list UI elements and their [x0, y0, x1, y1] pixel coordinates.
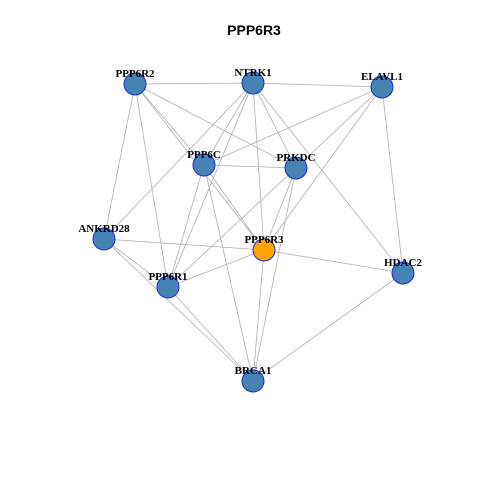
node-ppp6r2: [123, 72, 147, 96]
node-label-ppp6r3: PPP6R3: [244, 234, 284, 246]
edge-ppp6c-ppp6r3: [203, 164, 265, 251]
node-label-ppp6r2: PPP6R2: [115, 68, 155, 80]
edge-ppp6r1-brca1: [167, 286, 254, 382]
diagram-title: PPP6R3: [227, 22, 281, 38]
edge-ntrk1-ppp6c: [203, 82, 254, 166]
node-ppp6c: [192, 153, 216, 177]
edge-prkdc-brca1: [252, 167, 297, 382]
node-brca1: [241, 369, 265, 393]
node-label-prkdc: PRKDC: [276, 152, 315, 164]
edge-ntrk1-elavl1: [252, 82, 383, 88]
edge-layer: [103, 82, 404, 382]
node-ankrd28: [92, 227, 116, 251]
node-label-ppp6c: PPP6C: [187, 149, 221, 161]
edge-elavl1-hdac2: [381, 86, 404, 274]
node-ppp6r1: [156, 275, 180, 299]
edge-prkdc-ppp6r3: [263, 167, 297, 251]
edge-ppp6c-brca1: [203, 164, 254, 382]
edge-ppp6r2-prkdc: [134, 83, 297, 169]
node-elavl1: [370, 75, 394, 99]
edge-ppp6c-ppp6r1: [167, 164, 205, 288]
node-label-ntrk1: NTRK1: [234, 67, 271, 79]
edge-ankrd28-ppp6r1: [103, 238, 169, 288]
edge-ppp6r3-hdac2: [263, 249, 404, 274]
node-layer: [92, 71, 415, 393]
node-hdac2: [391, 261, 415, 285]
edge-ppp6c-prkdc: [203, 164, 297, 169]
edge-ntrk1-ppp6r1: [167, 82, 254, 288]
node-prkdc: [284, 156, 308, 180]
edge-hdac2-brca1: [252, 272, 404, 382]
node-label-hdac2: HDAC2: [384, 257, 422, 269]
node-label-ppp6r1: PPP6R1: [148, 271, 187, 283]
node-ntrk1: [241, 71, 265, 95]
edge-elavl1-ppp6r3: [263, 86, 383, 251]
edge-ppp6r2-ppp6r1: [134, 83, 169, 288]
edge-ppp6r2-ppp6c: [134, 83, 205, 166]
node-label-ankrd28: ANKRD28: [78, 223, 130, 235]
edge-prkdc-ppp6r1: [167, 167, 297, 288]
edge-ntrk1-hdac2: [252, 82, 404, 274]
edge-ppp6r2-ntrk1: [134, 82, 254, 85]
node-label-brca1: BRCA1: [235, 365, 272, 377]
edge-ankrd28-brca1: [103, 238, 254, 382]
node-label-elavl1: ELAVL1: [361, 71, 403, 83]
edge-elavl1-prkdc: [295, 86, 383, 169]
edge-ppp6r3-brca1: [252, 249, 265, 382]
node-ppp6r3: [252, 238, 276, 262]
edge-ppp6r2-ankrd28: [103, 83, 136, 240]
edge-elavl1-ppp6c: [203, 86, 383, 166]
edge-ankrd28-ppp6r3: [103, 238, 265, 251]
edge-ppp6r3-ppp6r1: [167, 249, 265, 288]
edge-ntrk1-ankrd28: [103, 82, 254, 240]
edge-ntrk1-prkdc: [252, 82, 297, 169]
